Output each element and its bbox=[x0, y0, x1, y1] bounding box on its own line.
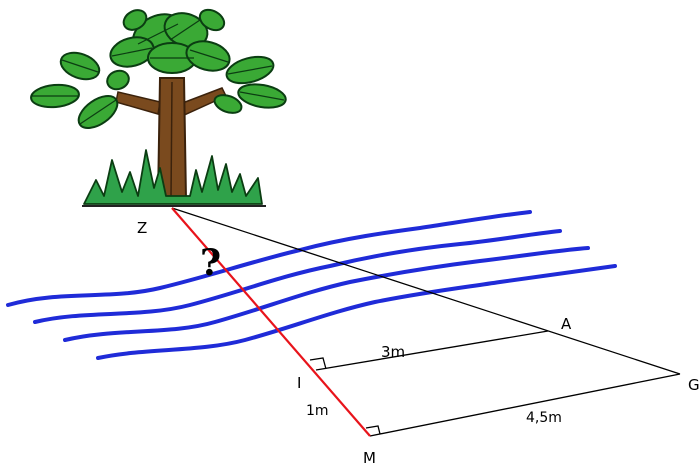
river-icon bbox=[6, 210, 617, 360]
leaf bbox=[198, 8, 226, 32]
construction-lines bbox=[171, 207, 681, 437]
point-label-M: M bbox=[363, 449, 376, 466]
line-ZG bbox=[171, 207, 681, 375]
river-wave-1 bbox=[6, 210, 532, 307]
tree-branch-left bbox=[115, 91, 161, 115]
river-wave-3 bbox=[63, 246, 590, 342]
point-label-I: I bbox=[297, 374, 301, 392]
point-label-A: A bbox=[561, 315, 572, 333]
measure-MG: 4,5m bbox=[526, 410, 562, 426]
river-wave-4 bbox=[96, 264, 617, 360]
unknown-segment-ZM bbox=[171, 207, 371, 437]
leaf bbox=[122, 9, 148, 31]
unknown-height-marker: ? bbox=[200, 242, 221, 284]
point-label-G: G bbox=[688, 376, 700, 394]
point-label-Z: Z bbox=[137, 219, 147, 237]
right-angle-I bbox=[309, 357, 327, 370]
measure-IA: 3m bbox=[381, 343, 405, 361]
tree-icon bbox=[30, 8, 287, 201]
line-MG bbox=[369, 373, 681, 437]
measure-IM: 1m bbox=[306, 403, 329, 419]
right-angle-M bbox=[365, 425, 381, 435]
river-wave-2 bbox=[33, 229, 562, 324]
leaf bbox=[106, 69, 130, 91]
line-IA bbox=[315, 330, 549, 371]
grass-icon bbox=[82, 149, 266, 207]
leaf bbox=[213, 94, 243, 114]
